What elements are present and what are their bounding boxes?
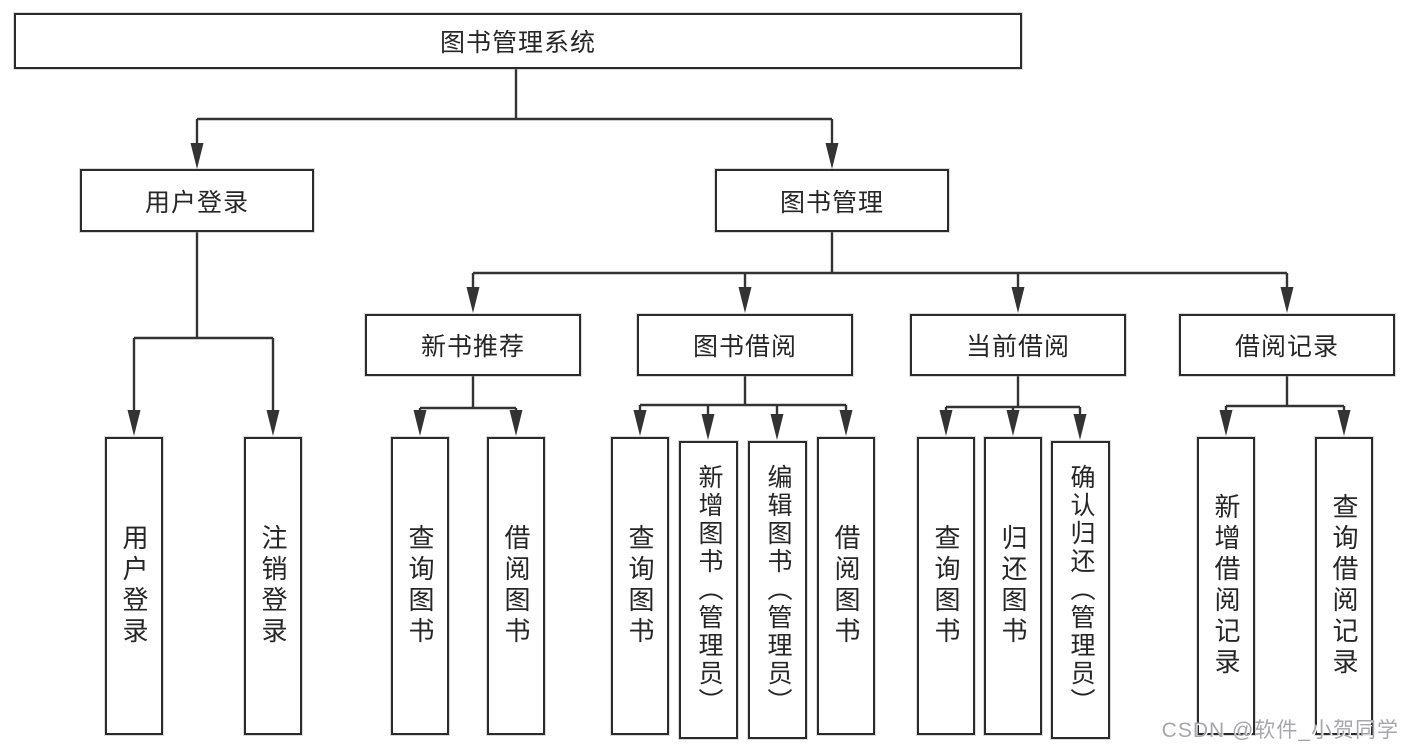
edge-user-login-to-leaves — [127, 232, 280, 436]
leaf-record-query-borrow-record: 查询借阅记录 — [1315, 437, 1373, 735]
leaf-current-confirm-return-admin-label: 确认归还（管理员） — [1067, 464, 1095, 716]
leaf-record-add-borrow-record-label: 新增借阅记录 — [1211, 493, 1241, 679]
leaf-user-login: 用户登录 — [105, 437, 163, 735]
node-borrow-record-label: 借阅记录 — [1234, 333, 1339, 361]
watermark-text: CSDN @软件_小贺同学 — [1161, 719, 1399, 742]
node-new-book-recommend: 新书推荐 — [365, 314, 581, 376]
node-book-management: 图书管理 — [715, 169, 949, 232]
leaf-borrow-edit-books-admin-label: 编辑图书（管理员） — [764, 464, 792, 716]
node-borrow-record: 借阅记录 — [1179, 314, 1395, 376]
leaf-record-add-borrow-record: 新增借阅记录 — [1197, 437, 1255, 735]
edge-new-book-recommend-to-leaves — [413, 376, 523, 436]
leaf-newbook-borrow-books: 借阅图书 — [487, 437, 545, 735]
node-current-borrow: 当前借阅 — [910, 314, 1126, 376]
node-book-management-label: 图书管理 — [779, 188, 884, 217]
node-root: 图书管理系统 — [14, 13, 1022, 69]
node-book-borrow: 图书借阅 — [637, 314, 853, 376]
leaf-current-confirm-return-admin: 确认归还（管理员） — [1051, 441, 1110, 739]
leaf-current-return-books-label: 归还图书 — [998, 524, 1028, 648]
edge-borrow-record-to-leaves — [1219, 376, 1351, 436]
edge-book-management-to-level3 — [466, 232, 1294, 313]
node-user-login-label: 用户登录 — [144, 188, 249, 217]
leaf-newbook-query-books-label: 查询图书 — [405, 524, 435, 648]
edge-book-borrow-to-leaves — [633, 376, 853, 440]
leaf-logout-label: 注销登录 — [258, 524, 288, 648]
leaf-current-return-books: 归还图书 — [984, 437, 1042, 735]
edge-current-borrow-to-leaves — [939, 376, 1087, 440]
leaf-borrow-borrow-books: 借阅图书 — [817, 437, 875, 735]
leaf-current-query-books: 查询图书 — [917, 437, 975, 735]
leaf-logout: 注销登录 — [244, 437, 302, 735]
leaf-borrow-edit-books-admin: 编辑图书（管理员） — [748, 441, 807, 739]
leaf-user-login-label: 用户登录 — [119, 524, 149, 648]
leaf-borrow-add-books-admin: 新增图书（管理员） — [679, 441, 738, 739]
leaf-current-query-books-label: 查询图书 — [931, 524, 961, 648]
node-book-borrow-label: 图书借阅 — [692, 333, 797, 361]
node-new-book-recommend-label: 新书推荐 — [420, 333, 525, 361]
leaf-record-query-borrow-record-label: 查询借阅记录 — [1329, 493, 1359, 679]
leaf-borrow-query-books: 查询图书 — [611, 437, 669, 735]
leaf-borrow-borrow-books-label: 借阅图书 — [831, 524, 861, 648]
node-user-login: 用户登录 — [80, 169, 314, 232]
node-current-borrow-label: 当前借阅 — [965, 333, 1070, 361]
node-root-label: 图书管理系统 — [439, 29, 596, 57]
leaf-newbook-query-books: 查询图书 — [391, 437, 449, 735]
leaf-borrow-query-books-label: 查询图书 — [625, 524, 655, 648]
leaf-newbook-borrow-books-label: 借阅图书 — [501, 524, 531, 648]
edge-root-to-level2 — [190, 69, 839, 169]
leaf-borrow-add-books-admin-label: 新增图书（管理员） — [695, 464, 723, 716]
